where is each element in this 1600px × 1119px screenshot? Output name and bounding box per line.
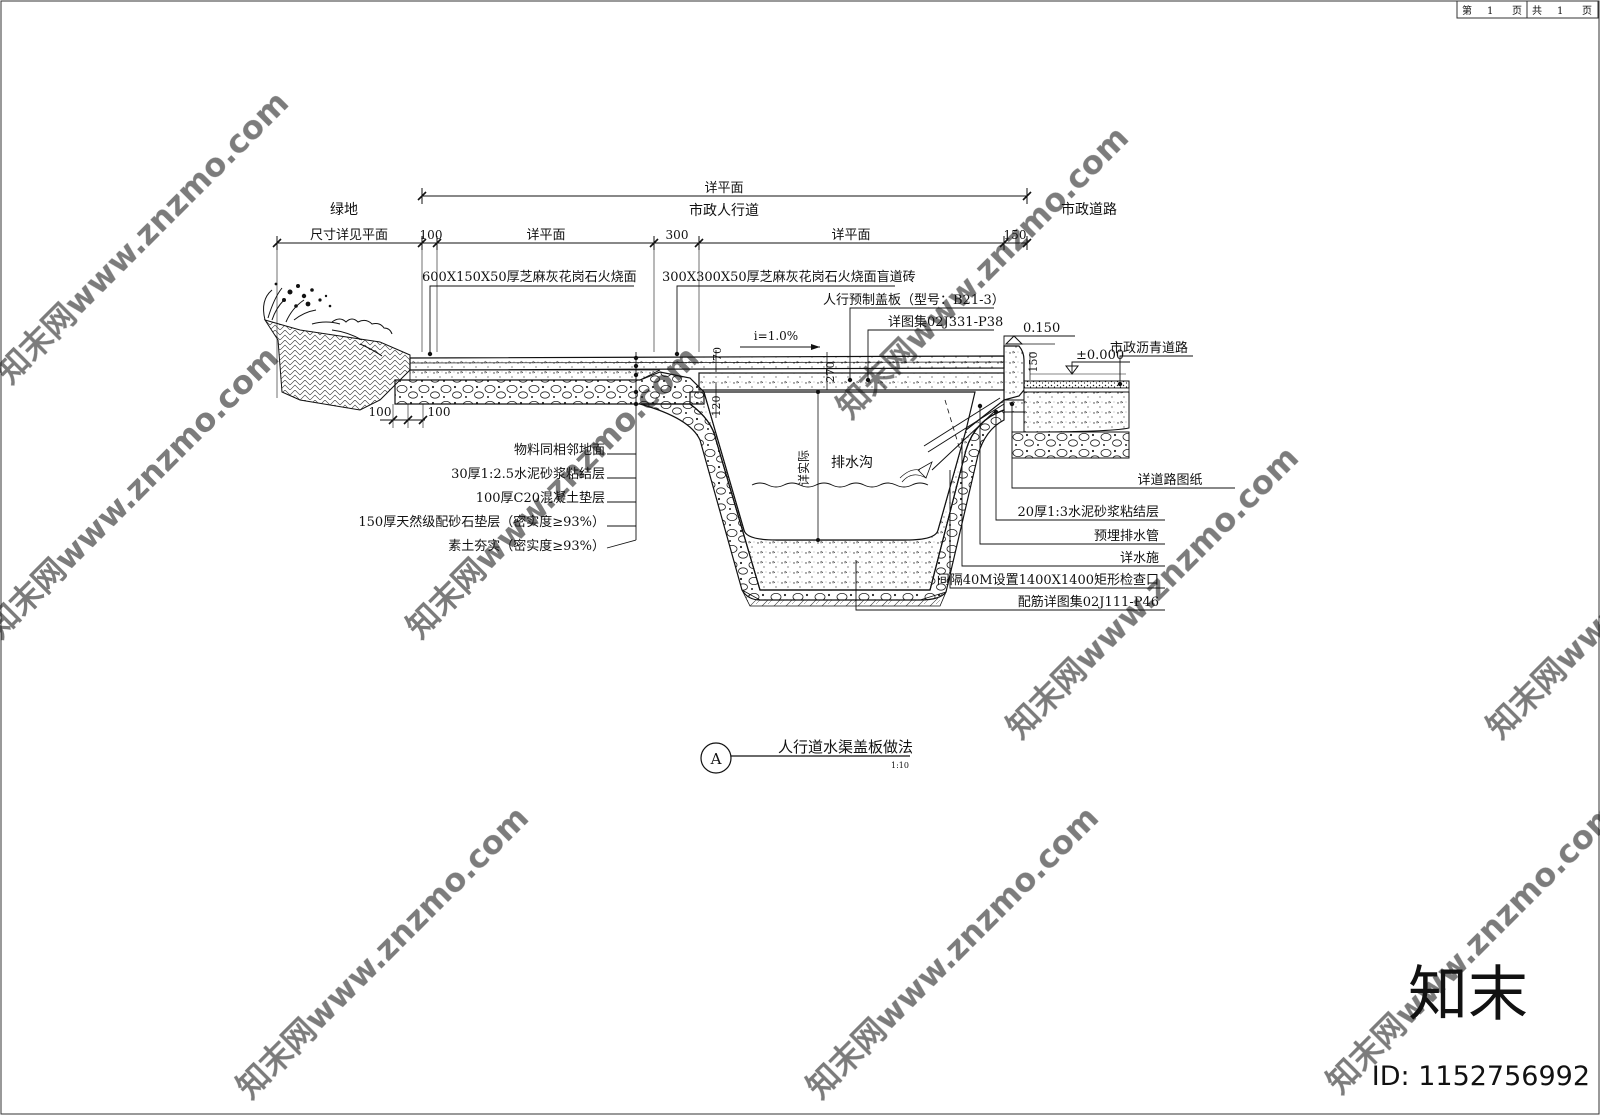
label-elev-zero: ±0.000 bbox=[1076, 348, 1124, 363]
dim-100: 100 bbox=[420, 228, 443, 242]
label-granite-curb: 600X150X50厚芝麻灰花岗石火烧面 bbox=[422, 269, 637, 285]
dim-top-overall: 详平面 bbox=[704, 181, 743, 196]
detail-title-text: 人行道水渠盖板做法 bbox=[778, 738, 913, 756]
watermark-site-7: 知末网www.znzmo.com bbox=[799, 798, 1106, 1105]
dim-seg-2: 详平面 bbox=[831, 228, 870, 243]
green-slope bbox=[263, 282, 411, 411]
detail-title: A 人行道水渠盖板做法 1:10 bbox=[700, 738, 913, 774]
thickness-dims: 70 270 120 150 详实际 bbox=[710, 347, 1040, 486]
label-elev-high: 0.150 bbox=[1023, 321, 1060, 336]
label-precast-cover: 人行预制盖板（型号：B21-3） bbox=[823, 293, 1005, 308]
slope-indicator: i=1.0% bbox=[740, 329, 820, 350]
dim-bottom-100a: 100 bbox=[369, 405, 392, 419]
label-rebar: 配筋详图集02J111-P46 bbox=[1018, 594, 1159, 610]
label-atlas-ref: 详图集02J331-P38 bbox=[888, 314, 1003, 330]
label-pipe: 预埋排水管 bbox=[1094, 529, 1159, 544]
watermark-site-6: 知末网www.znzmo.com bbox=[229, 798, 536, 1105]
layer-3: 100厚C20混凝土垫层 bbox=[476, 490, 605, 506]
zone-road: 市政道路 bbox=[1061, 201, 1117, 218]
watermark-site-5: 知末网www.znzmo.com bbox=[1479, 438, 1600, 745]
detail-marker: A bbox=[710, 750, 722, 768]
page-label: 第 bbox=[1462, 4, 1472, 17]
layer-5: 素土夯实（密实度≥93%） bbox=[448, 538, 605, 554]
dimension-chain bbox=[272, 188, 1032, 428]
dim-curb-150: 150 bbox=[1027, 352, 1040, 373]
zone-green: 绿地 bbox=[330, 202, 358, 218]
watermark-id: ID: 1152756992 bbox=[1372, 1061, 1590, 1092]
leader-lines bbox=[429, 285, 1235, 611]
label-road-drawing: 详道路图纸 bbox=[1137, 472, 1202, 488]
leader-dots bbox=[427, 351, 1123, 415]
dim-120: 120 bbox=[710, 396, 723, 417]
dim-depth: 详实际 bbox=[796, 450, 811, 486]
page-number: 1 bbox=[1487, 6, 1493, 17]
dim-150: 150 bbox=[1004, 228, 1027, 242]
total-label: 共 bbox=[1532, 5, 1542, 17]
watermark-site-8: 知末网www.znzmo.com bbox=[1319, 793, 1600, 1100]
zone-sidewalk: 市政人行道 bbox=[689, 202, 759, 219]
watermark-brand: 知末 bbox=[1408, 960, 1528, 1030]
total-label-suffix: 页 bbox=[1582, 5, 1592, 17]
dim-seg-1: 详平面 bbox=[526, 228, 565, 243]
detail-scale: 1:10 bbox=[891, 761, 909, 770]
dim-300: 300 bbox=[666, 228, 689, 242]
dimension-texts: 详平面 市政人行道 绿地 市政道路 尺寸详见平面 100 详平面 300 详平面… bbox=[310, 181, 1117, 419]
brand-watermark: 知末 ID: 1152756992 bbox=[1372, 960, 1590, 1092]
label-asphalt: 市政沥青道路 bbox=[1110, 340, 1188, 356]
layer-1: 物料同相邻地面 bbox=[514, 443, 605, 458]
label-inspection: 间隔40M设置1400X1400矩形检查口 bbox=[937, 573, 1159, 588]
label-ditch: 排水沟 bbox=[831, 455, 873, 471]
dim-bottom-100b: 100 bbox=[428, 405, 451, 419]
label-drain: 详水施 bbox=[1120, 551, 1159, 566]
slope-label: i=1.0% bbox=[754, 329, 798, 343]
annotation-labels: 600X150X50厚芝麻灰花岗石火烧面 300X300X50厚芝麻灰花岗石火烧… bbox=[358, 269, 1202, 610]
layer-2: 30厚1:2.5水泥砂浆粘结层 bbox=[451, 467, 605, 482]
drainage-ditch bbox=[639, 390, 1005, 607]
dim-270: 270 bbox=[824, 362, 837, 383]
label-mortar-20: 20厚1:3水泥砂浆粘结层 bbox=[1018, 505, 1159, 520]
label-blind-brick: 300X300X50厚芝麻灰花岗石火烧面盲道砖 bbox=[662, 269, 916, 285]
watermark-site-9: 知末网www.znzmo.com bbox=[0, 338, 286, 645]
total-number: 1 bbox=[1557, 6, 1563, 17]
dim-70: 70 bbox=[711, 347, 724, 361]
layer-4: 150厚天然级配砂石垫层（密实度≥93%） bbox=[358, 514, 605, 530]
page-number-box: 第 1 页 共 1 页 bbox=[1456, 0, 1599, 19]
curb-and-road bbox=[1003, 335, 1130, 459]
dim-green-size: 尺寸详见平面 bbox=[310, 228, 388, 243]
page-label-suffix: 页 bbox=[1512, 5, 1522, 17]
